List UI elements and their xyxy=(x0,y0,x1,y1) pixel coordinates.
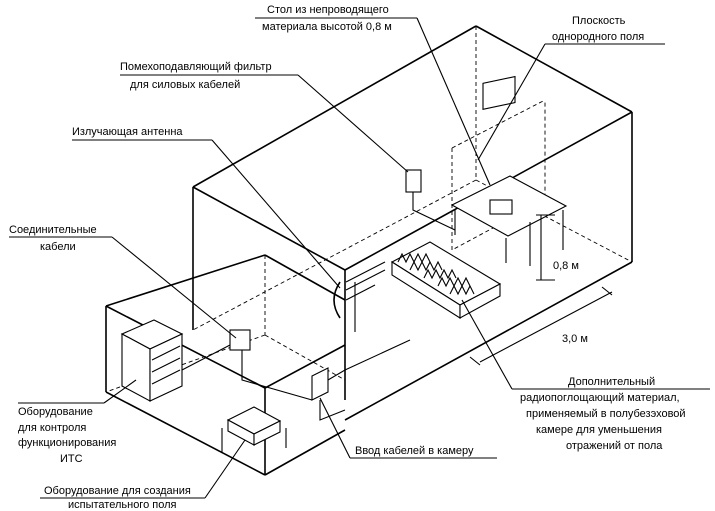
svg-text:Ввод кабелей в камеру: Ввод кабелей в камеру xyxy=(355,445,474,457)
label-monitoring: Оборудование для контроля функционирован… xyxy=(18,379,137,465)
label-filter: Помехоподавляющий фильтр для силовых каб… xyxy=(120,61,409,173)
svg-text:радиопоглощающий материал,: радиопоглощающий материал, xyxy=(520,392,680,404)
floor-absorber xyxy=(390,241,502,319)
cable-lines xyxy=(181,192,456,421)
svg-text:Дополнительный: Дополнительный xyxy=(568,376,655,388)
filter-box xyxy=(405,169,422,193)
svg-text:Излучающая антенна: Излучающая антенна xyxy=(72,126,183,138)
svg-text:материала высотой 0,8 м: материала высотой 0,8 м xyxy=(262,21,392,33)
svg-text:Соединительные: Соединительные xyxy=(9,224,97,236)
svg-text:для силовых кабелей: для силовых кабелей xyxy=(130,79,240,91)
label-absorber: Дополнительный радиопоглощающий материал… xyxy=(461,299,710,452)
svg-text:Плоскость: Плоскость xyxy=(572,15,626,27)
field-generation-equipment xyxy=(221,406,287,452)
svg-text:Помехоподавляющий фильтр: Помехоподавляющий фильтр xyxy=(120,61,272,73)
chamber-outline xyxy=(192,25,633,421)
label-table: Стол из непроводящего материала высотой … xyxy=(255,4,491,186)
svg-text:камере для уменьшения: камере для уменьшения xyxy=(536,424,662,436)
cable-entry-panel xyxy=(311,367,329,401)
label-cables: Соединительные кабели xyxy=(9,224,237,339)
svg-text:испытательного поля: испытательного поля xyxy=(68,499,177,511)
small-equipment xyxy=(229,329,251,351)
dim-height: 0,8 м xyxy=(553,260,579,272)
svg-text:кабели: кабели xyxy=(40,241,76,253)
svg-text:для контроля: для контроля xyxy=(18,422,86,434)
label-cable-entry: Ввод кабелей в камеру xyxy=(319,397,497,459)
monitoring-rack xyxy=(120,319,184,402)
svg-text:отражений от пола: отражений от пола xyxy=(566,440,663,452)
test-table xyxy=(450,75,568,266)
svg-text:ИТС: ИТС xyxy=(60,453,83,465)
label-uniform-field: Плоскость однородного поля xyxy=(477,15,665,161)
label-antenna: Излучающая антенна xyxy=(72,126,341,289)
svg-text:Стол из непроводящего: Стол из непроводящего xyxy=(267,4,389,16)
svg-text:Оборудование для создания: Оборудование для создания xyxy=(44,485,191,497)
antenna xyxy=(333,261,386,332)
svg-text:Оборудование: Оборудование xyxy=(18,406,93,418)
dim-distance: 3,0 м xyxy=(562,333,588,345)
svg-text:однородного поля: однородного поля xyxy=(552,31,644,43)
svg-text:функционирования: функционирования xyxy=(18,437,116,449)
svg-text:применяемый в полубезэховой: применяемый в полубезэховой xyxy=(526,408,686,420)
label-field-gen: Оборудование для создания испытательного… xyxy=(40,439,246,511)
dimension-lines xyxy=(469,214,613,366)
